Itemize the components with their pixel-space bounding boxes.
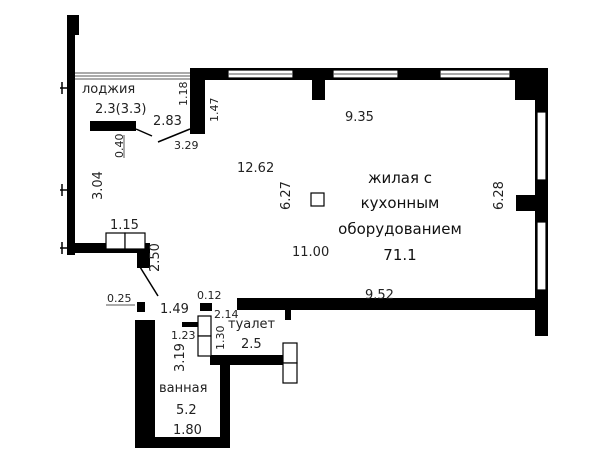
dim-1-80: 1.80	[173, 423, 202, 438]
dim-3-29: 3.29	[174, 139, 199, 152]
dim-1-23: 1.23	[171, 329, 196, 342]
dim-1-18: 1.18	[177, 82, 190, 107]
toilet-area: 2.5	[241, 337, 262, 352]
bathroom-area: 5.2	[176, 403, 197, 418]
dim-0-40: 0.40	[113, 134, 126, 159]
dim-2-83: 2.83	[153, 114, 182, 129]
door-lines	[106, 128, 191, 306]
windows	[227, 69, 547, 291]
loggia-name: лоджия	[82, 82, 135, 97]
bathroom-name: ванная	[159, 381, 207, 396]
dim-12-62: 12.62	[237, 161, 274, 176]
dim-1-15: 1.15	[110, 218, 139, 233]
living-name-1: жилая с	[368, 169, 432, 187]
ventilation-shafts	[105, 192, 325, 384]
dimensions: 1.18 1.47 2.83 3.29 0.40 9.35 12.62 6.27…	[91, 82, 507, 439]
dim-6-27: 6.27	[279, 181, 294, 210]
dim-6-28: 6.28	[492, 181, 507, 210]
dim-2-50: 2.50	[148, 243, 163, 272]
dim-9-35: 9.35	[345, 110, 374, 125]
dim-9-52: 9.52	[365, 288, 394, 303]
facade-marks	[60, 82, 67, 254]
living-name-3: оборудованием	[338, 220, 462, 238]
living-name-2: кухонным	[361, 194, 440, 212]
dim-0-12: 0.12	[197, 289, 222, 302]
column-marker	[310, 192, 325, 207]
walls	[67, 15, 548, 448]
toilet-name: туалет	[228, 317, 276, 332]
living-area: 71.1	[383, 246, 416, 264]
dim-0-25: 0.25	[107, 292, 132, 305]
dim-1-30: 1.30	[214, 326, 227, 351]
dim-1-47: 1.47	[208, 98, 221, 123]
dim-11-00: 11.00	[292, 245, 329, 260]
dim-3-04: 3.04	[91, 171, 106, 200]
dim-3-19: 3.19	[173, 343, 188, 372]
dim-2-14: 2.14	[214, 308, 239, 321]
loggia-area: 2.3(3.3)	[95, 102, 147, 117]
dim-1-49: 1.49	[160, 302, 189, 317]
